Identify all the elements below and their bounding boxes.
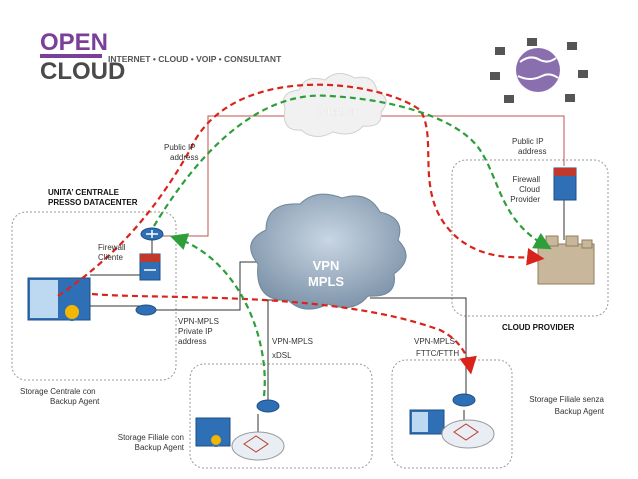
central-title-2: PRESSO DATACENTER bbox=[48, 198, 138, 207]
firewall-provider-2: Cloud bbox=[519, 185, 540, 194]
router-icon bbox=[135, 304, 157, 316]
public-ip-left-2: address bbox=[170, 153, 198, 162]
router-icon bbox=[452, 393, 476, 407]
central-title-1: UNITA’ CENTRALE bbox=[48, 188, 120, 197]
backup-flows bbox=[57, 83, 552, 397]
vpn-xdsl-1: VPN-MPLS bbox=[272, 337, 313, 346]
storage-nobackup-icon bbox=[409, 409, 445, 435]
vpn-ftth-2: FTTC/FTTH bbox=[416, 349, 459, 358]
firewall-provider-1: Firewall bbox=[512, 175, 540, 184]
firewall-cliente-1: Firewall bbox=[98, 243, 126, 252]
logo-line1: OPEN bbox=[40, 29, 108, 56]
logo-line2: CLOUD bbox=[40, 58, 125, 85]
lan-cloud-icon bbox=[231, 431, 285, 461]
storage-branch-icon bbox=[195, 417, 231, 447]
internet-label: INTERNET bbox=[318, 108, 358, 117]
public-ip-right-2: address bbox=[518, 147, 546, 156]
storage-central-icon bbox=[27, 277, 91, 321]
vpn-xdsl-2: xDSL bbox=[272, 351, 292, 360]
public-ip-left-1: Public IP bbox=[164, 143, 196, 152]
storage-central-2: Backup Agent bbox=[50, 397, 100, 406]
vpn-private-1: VPN-MPLS bbox=[178, 317, 219, 326]
internet-cloud: INTERNET bbox=[283, 73, 387, 137]
storage-nobackup-2: Backup Agent bbox=[555, 407, 605, 416]
link-vpn-branch2 bbox=[370, 297, 467, 398]
datacenter-icon bbox=[537, 235, 595, 285]
vpn-private-3: address bbox=[178, 337, 206, 346]
firewall-icon bbox=[139, 253, 161, 281]
central-site-box bbox=[11, 211, 177, 381]
storage-nobackup-1: Storage Filiale senza bbox=[529, 395, 604, 404]
storage-branch-2: Backup Agent bbox=[135, 443, 185, 452]
cloud-provider-box bbox=[451, 159, 609, 317]
lan-cloud-icon bbox=[441, 419, 495, 449]
firewall-icon bbox=[553, 167, 577, 201]
storage-branch-1: Storage Filiale con bbox=[118, 433, 184, 442]
vpn-mpls-cloud: VPN MPLS bbox=[250, 193, 407, 310]
link-central-vpn bbox=[152, 261, 272, 311]
flow-red-mpls bbox=[91, 292, 477, 375]
globe-pc-icons bbox=[490, 38, 588, 103]
public-ip-right-1: Public IP bbox=[512, 137, 544, 146]
flow-green-mpls bbox=[169, 233, 266, 397]
firewall-provider-3: Provider bbox=[510, 195, 540, 204]
storage-central-1: Storage Centrale con bbox=[20, 387, 96, 396]
link-internet-provider bbox=[345, 115, 565, 166]
logo-bar bbox=[40, 54, 102, 58]
flow-green-internet bbox=[153, 94, 552, 250]
branch-nobackup-box bbox=[391, 359, 513, 469]
vpn-label-2: MPLS bbox=[308, 274, 344, 289]
flow-red-internet bbox=[57, 83, 545, 297]
firewall-cliente-2: Cliente bbox=[98, 253, 123, 262]
vpn-label-1: VPN bbox=[313, 258, 340, 273]
globe-icon bbox=[490, 38, 588, 103]
vpn-ftth-1: VPN-MPLS bbox=[414, 337, 455, 346]
vpn-private-2: Private IP bbox=[178, 327, 213, 336]
branch-backup-box bbox=[189, 363, 373, 469]
openCloud-logo: OPEN CLOUD INTERNET • CLOUD • VOIP • CON… bbox=[40, 29, 282, 85]
diagram-labels: Public IP address Public IP address UNIT… bbox=[20, 137, 605, 452]
router-icon bbox=[140, 227, 164, 241]
logo-tagline: INTERNET • CLOUD • VOIP • CONSULTANT bbox=[108, 54, 282, 64]
router-icon bbox=[256, 399, 280, 413]
cloud-provider-label: CLOUD PROVIDER bbox=[502, 323, 575, 332]
